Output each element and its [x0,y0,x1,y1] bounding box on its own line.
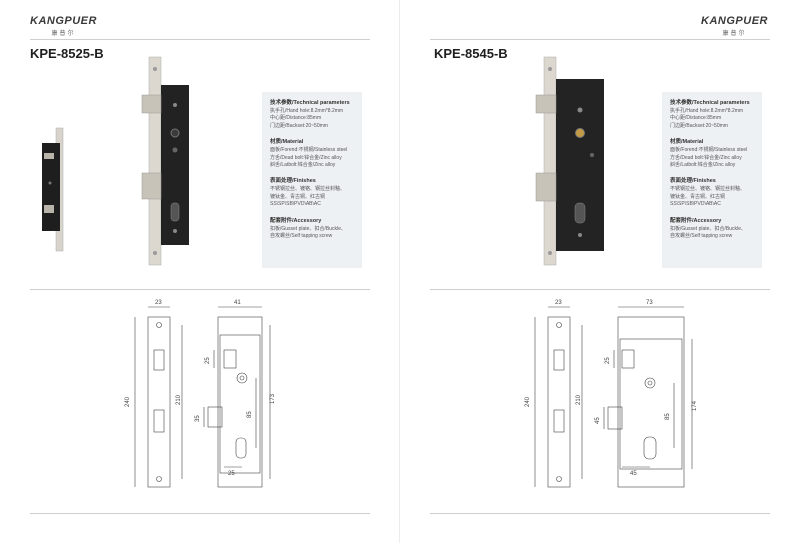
brand-logo: KANGPUER 康普尔 [30,15,97,37]
spec-line: SS\SP\SB\PVD\AB\AC [270,201,321,208]
dim-body-width: 73 [646,300,653,306]
dim-deadbolt: 35 [195,415,201,422]
spec-section-technical: 技术参数/Technical parameters 执手孔/Hand hole:… [270,98,354,130]
brand-name-chinese: 康普尔 [51,31,76,37]
spec-heading: 材质/Material [270,139,304,146]
lock-body-outline [217,316,263,488]
spec-line: 面板/Forend:不锈钢/Stainless steel [670,147,748,154]
brand-name: KANGPUER [701,15,768,27]
spec-heading: 技术参数/Technical parameters [670,100,750,106]
brand-name: KANGPUER [30,15,97,27]
dim-deadbolt: 45 [595,417,601,424]
brand-logo: KANGPUER 康普尔 [701,15,768,37]
faceplate-outline [547,316,571,488]
dim-body-height: 173 [270,393,276,404]
left-page: KANGPUER 康普尔 KPE-8525-B [30,15,370,514]
spec-heading: 技术参数/Technical parameters [270,100,350,106]
spec-heading: 表面处理/Finishes [670,178,716,185]
spec-line: 不锈钢拉丝、镀铬、钢拉丝封釉、 [270,186,346,193]
dim-screw-distance: 210 [176,394,182,405]
model-title: KPE-8525-B [30,46,104,61]
spec-line: SS\SP\SB\PVD\AB\AC [670,201,721,208]
dim-backset: 45 [630,471,637,477]
product-photo [535,56,604,266]
spec-line: 面板/Forend:不锈钢/Stainless steel [270,147,348,154]
spec-line: 扣板/Gusset plate、扣合/Buckle、 [270,225,346,232]
product-photo [42,56,189,266]
dim-screw-distance: 210 [576,394,582,405]
small-lock-image [42,127,64,252]
spec-line: 镀钛金、青古铜、红古铜 [270,193,326,200]
footer-rule [30,513,370,514]
footer-rule [430,513,770,514]
dim-backset: 25 [228,471,235,477]
spec-section-finishes: 表面处理/Finishes 不锈钢拉丝、镀铬、钢拉丝封釉、 镀钛金、青古铜、红古… [670,176,754,208]
technical-drawing: 23 73 240 210 174 85 25 45 45 [525,300,698,488]
spec-section-technical: 技术参数/Technical parameters 执手孔/Hand hole:… [670,98,754,130]
header-rule [430,39,770,40]
dim-faceplate-width: 23 [555,300,562,306]
header-rule [30,39,370,40]
spec-line: 执手孔/Hand hole:8.2mm*8.2mm [270,108,344,114]
dim-latch: 25 [605,357,611,364]
spec-line: 斜舌/Latbolt:锌合金/Zinc alloy [270,162,336,169]
section-rule [30,289,370,290]
spec-panel: 技术参数/Technical parameters 执手孔/Hand hole:… [662,92,762,268]
spec-line: 方舌/Dead bolt:锌合金/Zinc alloy [270,154,342,161]
dim-center-distance: 85 [665,413,671,420]
spec-section-material: 材质/Material 面板/Forend:不锈钢/Stainless stee… [670,137,754,169]
technical-drawing: 23 41 240 210 173 85 25 35 25 [125,300,276,488]
dim-body-width: 41 [234,300,241,306]
brand-name-chinese: 康普尔 [722,31,747,37]
spec-section-material: 材质/Material 面板/Forend:不锈钢/Stainless stee… [270,137,354,169]
large-lock-image [535,56,604,266]
spec-heading: 配套附件/Accessory [270,217,322,224]
dim-faceplate-height: 240 [525,396,531,407]
large-lock-image [141,56,189,266]
spec-line: 门边距/Backset:20~50mm [270,122,328,129]
spec-section-accessory: 配套附件/Accessory 扣板/Gusset plate、扣合/Buckle… [670,216,754,241]
spec-line: 中心距/Distance:85mm [270,115,322,122]
lock-body-outline [617,316,685,488]
faceplate-outline [147,316,171,488]
dim-faceplate-width: 23 [155,300,162,306]
spec-heading: 材质/Material [670,139,704,146]
spec-line: 自攻螺丝/Self tapping screw [670,233,733,240]
dim-latch: 25 [205,357,211,364]
section-rule [430,289,770,290]
right-page: KANGPUER 康普尔 KPE-8545-B 技术参数/Techni [400,0,800,543]
spec-line: 自攻螺丝/Self tapping screw [270,233,333,240]
model-title: KPE-8545-B [434,46,508,61]
spec-line: 门边距/Backset:20~50mm [670,122,728,129]
spec-line: 方舌/Dead bolt:锌合金/Zinc alloy [670,154,742,161]
spec-line: 扣板/Gusset plate、扣合/Buckle、 [670,225,746,232]
spec-heading: 配套附件/Accessory [670,217,722,224]
spec-line: 中心距/Distance:85mm [670,115,722,122]
spec-panel: 技术参数/Technical parameters 执手孔/Hand hole:… [262,92,362,268]
spec-heading: 表面处理/Finishes [270,178,316,185]
dim-faceplate-height: 240 [125,396,131,407]
spec-line: 斜舌/Latbolt:锌合金/Zinc alloy [670,162,736,169]
spec-section-finishes: 表面处理/Finishes 不锈钢拉丝、镀铬、钢拉丝封釉、 镀钛金、青古铜、红古… [270,176,354,208]
spec-section-accessory: 配套附件/Accessory 扣板/Gusset plate、扣合/Buckle… [270,216,354,241]
dim-body-height: 174 [692,400,698,411]
spec-line: 不锈钢拉丝、镀铬、钢拉丝封釉、 [670,186,746,193]
dim-center-distance: 85 [247,411,253,418]
spec-line: 执手孔/Hand hole:8.2mm*8.2mm [670,108,744,114]
spec-line: 镀钛金、青古铜、红古铜 [670,193,726,200]
